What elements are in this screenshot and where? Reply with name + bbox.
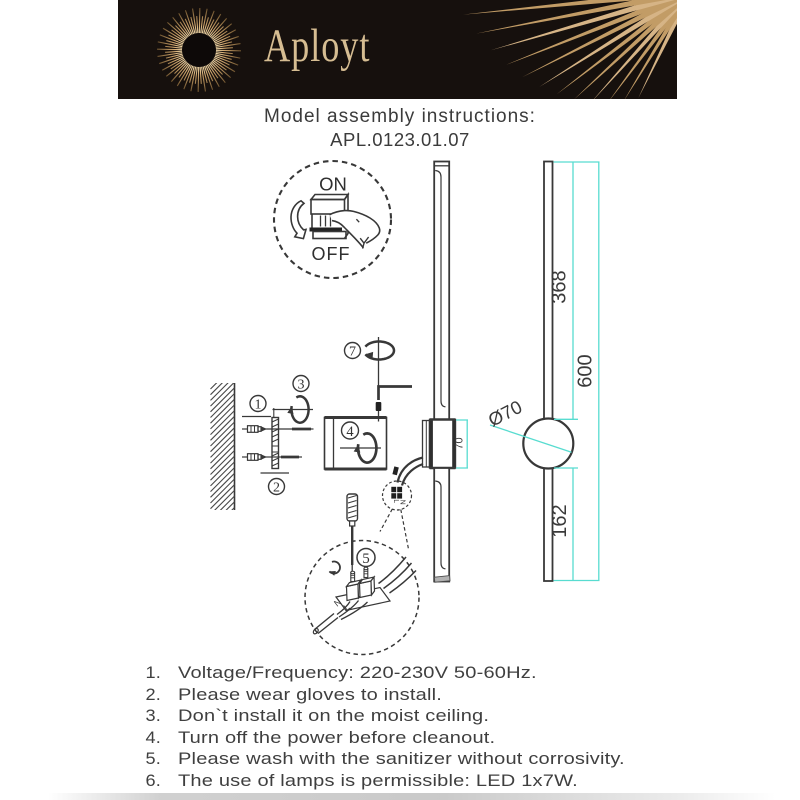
item-text: The use of lamps is permissible: LED 1x7… <box>178 771 578 790</box>
terminal-l-label: L <box>392 499 399 503</box>
rotate-arrow-icon <box>287 395 310 424</box>
terminal-detail-small: L N <box>379 480 413 550</box>
step1-marker <box>249 394 267 413</box>
step2-marker <box>267 477 286 496</box>
list-item: 1. Voltage/Frequency: 220-230V 50-60Hz. <box>0 664 800 686</box>
switch-body <box>309 191 350 240</box>
logo-center-dot <box>182 33 216 67</box>
list-item: 3. Don`t install it on the moist ceiling… <box>0 707 800 729</box>
onoff-detail-circle: ON OFF <box>272 159 393 280</box>
step3-marker <box>292 374 310 393</box>
step1-number: 1 <box>255 398 262 413</box>
step4-group: 4 <box>323 416 388 471</box>
logo-starburst-icon <box>156 7 242 93</box>
step2-number: 2 <box>273 481 280 496</box>
on-label: ON <box>319 174 347 195</box>
list-item: 5. Please wash with the sanitizer withou… <box>0 750 800 772</box>
item-number: 5. <box>145 750 161 768</box>
wall-group: 1 2 3 <box>210 374 314 510</box>
rotate-arrow-icon <box>353 432 378 464</box>
dim-upper-label: 368 <box>549 270 571 303</box>
model-number: APL.0123.01.07 <box>330 129 470 150</box>
dim-diameter-label: Ø70 <box>485 396 526 431</box>
rotate-arrow-icon <box>290 199 308 240</box>
dim-total-label: 600 <box>575 354 597 387</box>
lamp-side-view: 70 <box>392 160 468 583</box>
rotate-arrow-icon <box>328 560 341 576</box>
dim-canopy <box>456 419 468 469</box>
wiring-detail-circle: 5 <box>304 493 420 656</box>
corner-rays-icon <box>463 0 677 99</box>
step5-marker <box>356 547 376 568</box>
rotate-arrow-icon <box>364 340 396 361</box>
item-number: 6. <box>145 771 161 790</box>
terminal-block <box>334 566 392 612</box>
item-text: Please wear gloves to install. <box>178 685 442 704</box>
brand-logotype: Aployt <box>264 20 371 72</box>
lamp-front-view: 368 600 162 Ø70 <box>485 160 600 582</box>
dim-lines <box>489 161 600 582</box>
cable <box>312 600 368 635</box>
item-number: 2. <box>145 685 161 704</box>
step5-number: 5 <box>362 551 370 567</box>
step7-marker <box>343 341 362 360</box>
mounting-plate <box>271 416 280 470</box>
list-item: 6. The use of lamps is permissible: LED … <box>0 772 800 794</box>
item-number: 1. <box>145 664 161 682</box>
wall-anchor <box>242 453 302 461</box>
header-band: Aployt <box>118 0 677 99</box>
item-text: Turn off the power before cleanout. <box>178 728 496 747</box>
hand-icon <box>329 209 381 249</box>
item-number: 3. <box>145 707 161 725</box>
screwdriver-icon <box>346 493 359 571</box>
step7-group: 7 <box>343 337 412 422</box>
item-text: Voltage/Frequency: 220-230V 50-60Hz. <box>178 664 537 682</box>
dim-lower-label: 162 <box>549 504 571 537</box>
wire-n-label: N <box>332 597 343 609</box>
page-title: Model assembly instructions: <box>264 106 536 127</box>
step7-number: 7 <box>349 345 356 360</box>
item-text: Don`t install it on the moist ceiling. <box>178 707 490 725</box>
item-number: 4. <box>145 728 161 747</box>
wall-hatch <box>210 383 235 510</box>
wire-l-label: L <box>342 602 352 613</box>
step4-marker <box>340 421 360 440</box>
dim-canopy-label: 70 <box>454 437 466 449</box>
list-item: 2. Please wear gloves to install. <box>0 686 800 708</box>
wall-anchor <box>242 425 314 433</box>
step3-number: 3 <box>298 378 305 393</box>
title-block: Model assembly instructions: APL.0123.01… <box>0 106 800 151</box>
header-decor <box>156 0 677 99</box>
terminal-n-label: N <box>399 500 406 505</box>
off-label: OFF <box>312 244 351 264</box>
page-bottom-shadow <box>0 793 800 800</box>
step4-number: 4 <box>346 424 354 440</box>
list-item: 4. Turn off the power before cleanout. <box>0 729 800 751</box>
canopy-wires <box>396 456 424 486</box>
item-text: Please wash with the sanitizer without c… <box>178 750 625 768</box>
cable-sweep <box>378 556 417 594</box>
